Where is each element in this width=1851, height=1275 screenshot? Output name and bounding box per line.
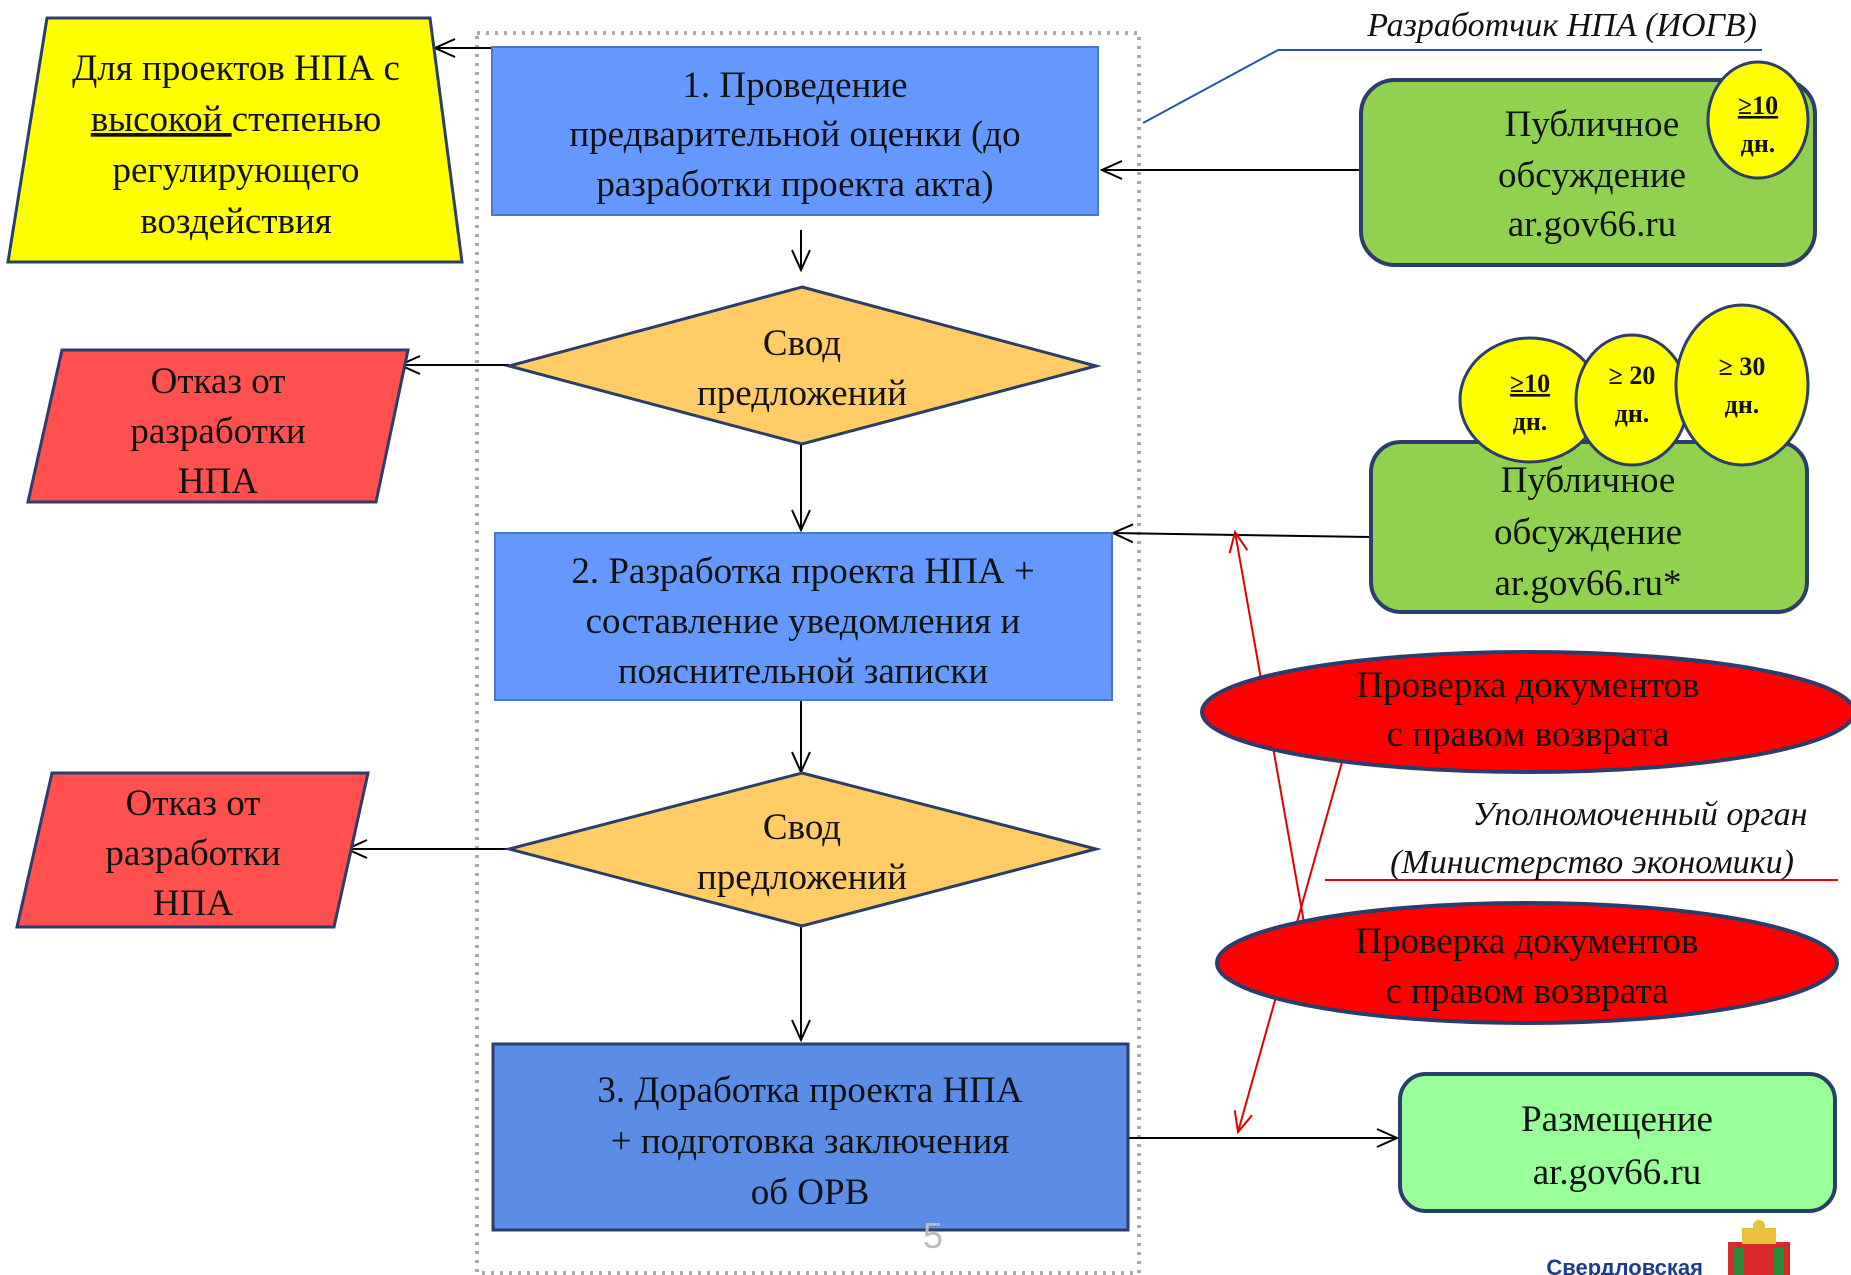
public-discussion-1: Публичное обсуждение ar.gov66.ru ≥10 дн.: [1359, 60, 1817, 267]
logo-text: Свердловская: [1546, 1255, 1703, 1275]
high-impact-line2: высокой степенью: [91, 99, 381, 140]
discussion2-line1: Публичное: [1501, 460, 1676, 501]
developer-label-text: Разработчик НПА (ИОГВ): [1366, 7, 1757, 44]
svod1-line1: Свод: [763, 323, 841, 364]
high-impact-line3: регулирующего: [112, 150, 359, 191]
step2-box: 2. Разработка проекта НПА + составление …: [494, 532, 1113, 701]
high-impact-line1: Для проектов НПА с: [72, 48, 400, 89]
discussion1-badge-line2: дн.: [1741, 129, 1776, 158]
developer-zone-border: [475, 31, 1141, 1275]
step3-line3: об ОРВ: [751, 1172, 870, 1213]
high-impact-line4: воздействия: [140, 201, 332, 242]
check1-line2: с правом возврата: [1387, 714, 1670, 755]
step3-box: 3. Доработка проекта НПА + подготовка за…: [491, 1042, 1130, 1232]
step1-line3: разработки проекта акта): [596, 164, 993, 205]
placement-box: Размещение ar.gov66.ru: [1398, 1072, 1837, 1213]
svod2-line2: предложений: [697, 857, 907, 898]
discussion2-badge-30-line2: дн.: [1725, 390, 1760, 419]
region-emblem-icon: [1728, 1220, 1790, 1275]
arrow-discussion2-to-step2: [1113, 533, 1371, 537]
authority-connectors: [1235, 532, 1838, 1132]
refusal1-line3: НПА: [178, 461, 258, 502]
red-arrow-up-to-step2: [1235, 532, 1316, 986]
red-arrow-down-to-step3: [1238, 697, 1361, 1132]
step2-line2: составление уведомления и: [586, 601, 1021, 642]
refusal2-line3: НПА: [153, 883, 233, 924]
step1-line1: 1. Проведение: [682, 65, 907, 106]
discussion1-badge-line1: ≥10: [1738, 91, 1778, 120]
discussion1-line3: ar.gov66.ru: [1508, 204, 1677, 245]
step1-line2: предварительной оценки (до: [569, 114, 1020, 155]
placement-line2: ar.gov66.ru: [1533, 1152, 1702, 1193]
discussion2-badge-10-line2: дн.: [1513, 407, 1548, 436]
refusal2-line2: разработки: [105, 833, 280, 874]
discussion1-line2: обсуждение: [1498, 155, 1686, 196]
step2-line1: 2. Разработка проекта НПА +: [571, 551, 1034, 592]
check2-line1: Проверка документов: [1355, 921, 1698, 962]
step2-line3: пояснительной записки: [618, 651, 988, 692]
public-discussion-2: Публичное обсуждение ar.gov66.ru* ≥10 дн…: [1369, 303, 1810, 614]
developer-label: Разработчик НПА (ИОГВ): [1142, 7, 1762, 124]
discussion2-badge-30: [1674, 303, 1810, 467]
discussion2-badge-20-line2: дн.: [1615, 399, 1650, 428]
svod2-line1: Свод: [763, 807, 841, 848]
check2-line2: с правом возврата: [1386, 971, 1669, 1012]
high-impact-note: Для проектов НПА с высокой степенью регу…: [6, 16, 464, 264]
refusal1: Отказ от разработки НПА: [26, 348, 410, 504]
authority-line1: Уполномоченный орган: [1472, 796, 1807, 833]
discussion1-badge: [1706, 60, 1810, 180]
discussion2-badge-30-line1: ≥ 30: [1719, 352, 1766, 381]
refusal1-line2: разработки: [130, 411, 305, 452]
step1-box: 1. Проведение предварительной оценки (до…: [491, 46, 1099, 216]
discussion1-line1: Публичное: [1505, 104, 1680, 145]
discussion2-badge-20-line1: ≥ 20: [1609, 361, 1656, 390]
refusal2-line1: Отказ от: [126, 783, 261, 824]
authority-line2: (Министерство экономики): [1390, 844, 1794, 881]
decision-svod1: Свод предложений: [503, 285, 1102, 446]
check-documents-1: Проверка документов с правом возврата: [1200, 650, 1851, 774]
svod1-line2: предложений: [697, 373, 907, 414]
authority-label: Уполномоченный орган (Министерство эконо…: [1390, 796, 1807, 881]
refusal2: Отказ от разработки НПА: [15, 771, 370, 929]
step3-line1: 3. Доработка проекта НПА: [597, 1070, 1023, 1111]
decision-svod2: Свод предложений: [503, 771, 1102, 928]
check1-line1: Проверка документов: [1356, 665, 1699, 706]
discussion2-line2: обсуждение: [1494, 512, 1682, 553]
discussion2-line3: ar.gov66.ru*: [1494, 563, 1681, 604]
placement-line1: Размещение: [1521, 1099, 1713, 1140]
discussion2-badge-10-line1: ≥10: [1510, 369, 1550, 398]
page-number: 5: [923, 1215, 943, 1256]
check-documents-2: Проверка документов с правом возврата: [1215, 901, 1839, 1025]
step3-line2: + подготовка заключения: [611, 1121, 1010, 1162]
refusal1-line1: Отказ от: [151, 361, 286, 402]
